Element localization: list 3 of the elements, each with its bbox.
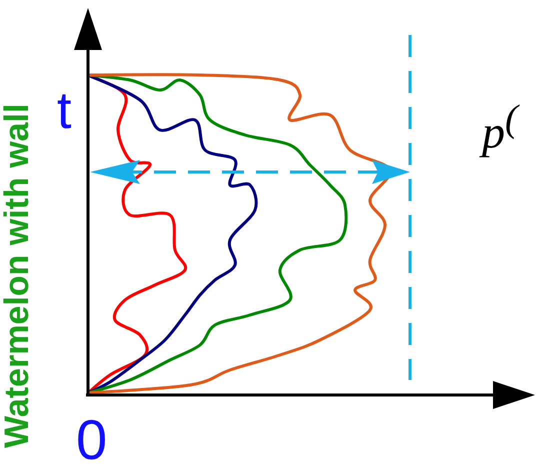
axis-label: 0 [76,412,108,468]
axis-label: t [57,85,72,137]
axis-label: Watermelon with wall [0,104,34,448]
